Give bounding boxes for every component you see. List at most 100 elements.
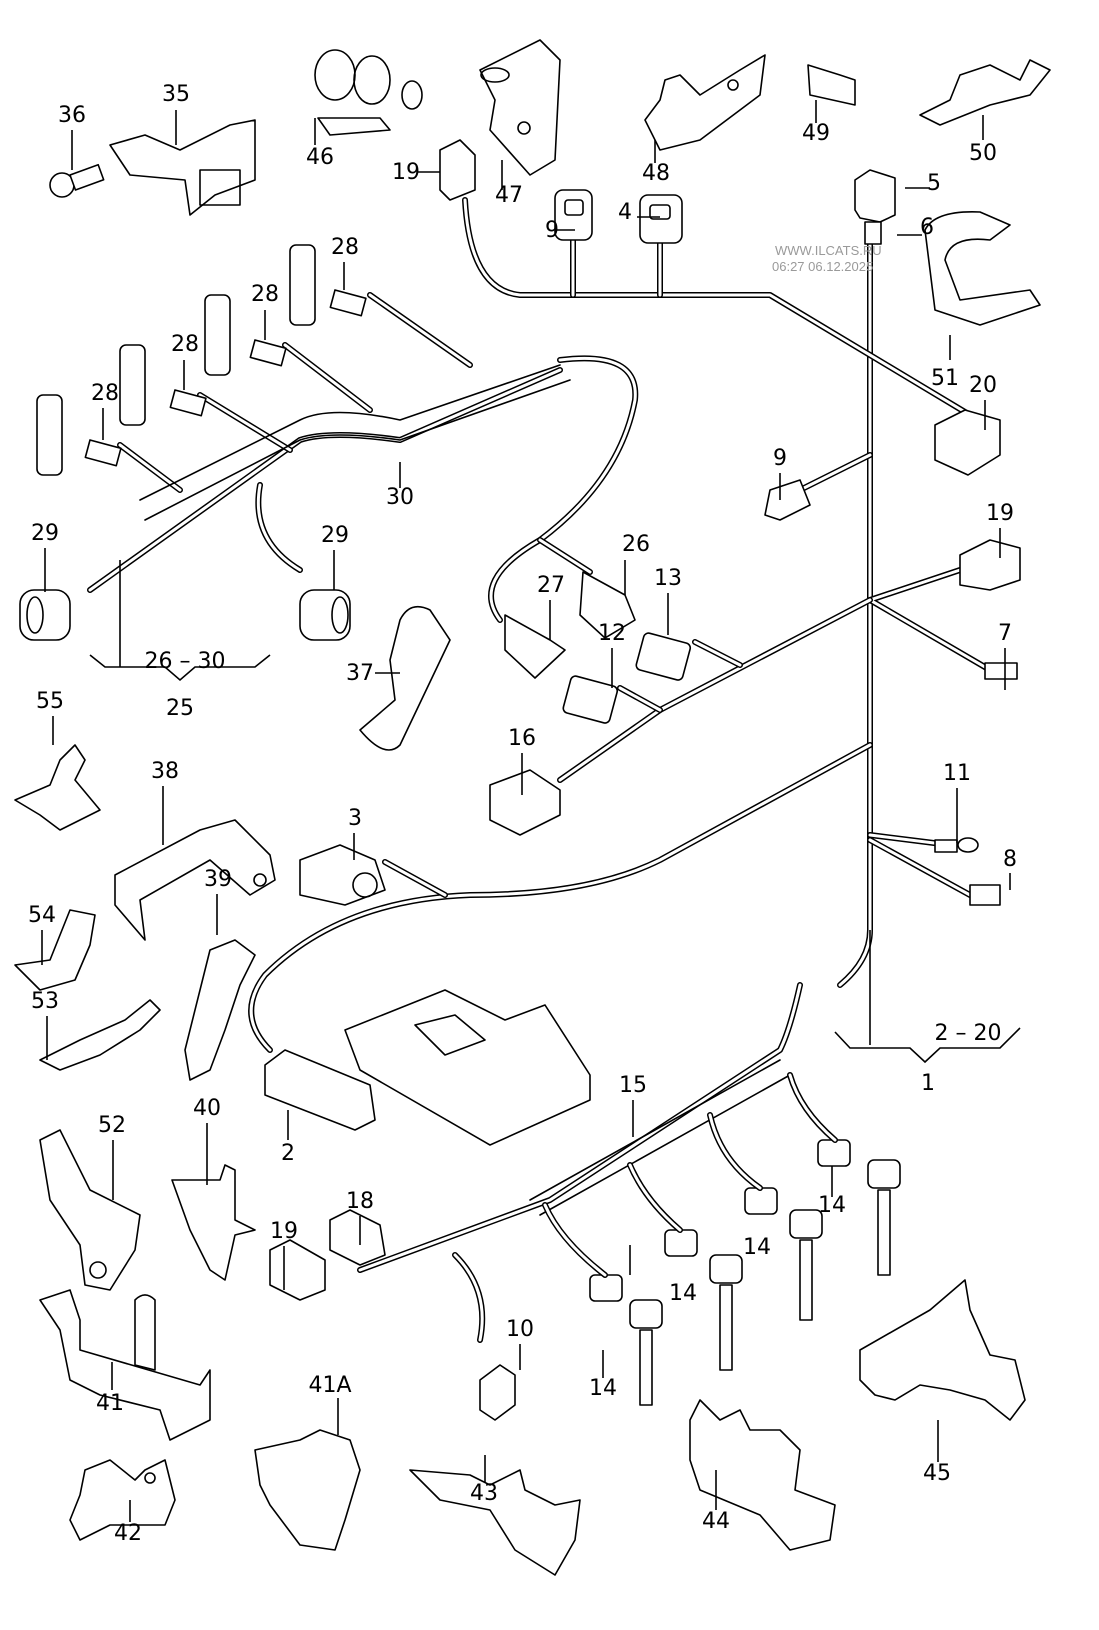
connector-26 [579, 571, 636, 639]
callout-label-c25: 25 [166, 696, 194, 721]
clip-55 [14, 744, 101, 831]
callout-label-c7: 7 [998, 621, 1012, 646]
callout-label-c26_30: 26 – 30 [145, 649, 226, 674]
watermark-line2: 06:27 06.12.2025 [772, 259, 873, 274]
callout-label-c55: 55 [36, 689, 64, 714]
callout-label-c37: 37 [346, 661, 374, 686]
callout-label-c2_20: 2 – 20 [935, 1021, 1002, 1046]
bracket-47 [479, 39, 561, 176]
clip-50 [919, 59, 1051, 126]
bracket-41A [254, 1429, 361, 1551]
clip-46 [314, 49, 423, 136]
callout-label-c16: 16 [508, 726, 536, 751]
callout-label-c14a: 14 [818, 1193, 846, 1218]
connector-7 [984, 662, 1018, 680]
callout-label-c19c: 19 [270, 1219, 298, 1244]
callout-label-c41: 41 [96, 1391, 124, 1416]
sensor-19-top [439, 139, 476, 201]
bracket-48 [644, 54, 766, 151]
clip-45 [859, 1279, 1026, 1421]
callout-label-c1: 1 [921, 1071, 935, 1096]
callout-label-c44: 44 [702, 1509, 730, 1534]
connector-16 [489, 769, 561, 836]
bracket-39 [184, 939, 256, 1081]
callout-label-c8: 8 [1003, 847, 1017, 872]
connector-20 [934, 409, 1001, 476]
sensor-19-lower [269, 1239, 326, 1301]
callout-label-c20: 20 [969, 373, 997, 398]
connector-29-right [299, 589, 351, 641]
callout-label-c18: 18 [346, 1189, 374, 1214]
callout-label-c28d: 28 [91, 381, 119, 406]
callout-label-c29a: 29 [31, 521, 59, 546]
callout-label-c6: 6 [920, 215, 934, 240]
callout-label-c48: 48 [642, 161, 670, 186]
callout-label-c5: 5 [927, 171, 941, 196]
callout-label-c35: 35 [162, 82, 190, 107]
rail-holder-30 [139, 364, 571, 521]
callout-label-c13: 13 [654, 566, 682, 591]
bracket-43 [409, 1469, 581, 1576]
callout-label-c11: 11 [943, 761, 971, 786]
bracket-52 [39, 1129, 141, 1291]
callout-label-c14c: 14 [669, 1281, 697, 1306]
harness-bar-15 [529, 1059, 791, 1216]
group-bracket-25 [89, 560, 271, 682]
callout-label-c9b: 9 [773, 446, 787, 471]
connector-29-left [19, 589, 71, 641]
connectors-28 [84, 289, 367, 467]
callout-label-c42: 42 [114, 1521, 142, 1546]
injectors [36, 244, 316, 476]
clip-51 [924, 211, 1041, 326]
sensor-18 [329, 1209, 386, 1266]
callout-label-c28c: 28 [171, 332, 199, 357]
coil-connectors-14 [542, 1072, 851, 1302]
relay-box-2 [264, 1049, 376, 1131]
clip-49 [807, 64, 856, 106]
sensor-5-6 [854, 169, 896, 245]
callout-label-c52: 52 [98, 1113, 126, 1138]
callout-label-c3: 3 [348, 806, 362, 831]
screw-36 [49, 163, 105, 198]
callout-label-c43: 43 [470, 1481, 498, 1506]
connector-8 [969, 884, 1001, 906]
callout-label-c41A: 41A [308, 1373, 351, 1398]
callout-label-c38: 38 [151, 759, 179, 784]
ignition-coils [629, 1159, 901, 1406]
callout-label-c39: 39 [204, 867, 232, 892]
callout-label-c40: 40 [193, 1096, 221, 1121]
callout-label-c49: 49 [802, 121, 830, 146]
sensor-19-right [959, 539, 1021, 591]
callout-label-c47: 47 [495, 183, 523, 208]
watermark: WWW.ILCATS.RU 06:27 06.12.2025 [772, 243, 882, 274]
connector-4 [639, 194, 683, 244]
bracket-38 [114, 819, 276, 941]
callout-label-c26: 26 [622, 532, 650, 557]
callout-label-c28a: 28 [331, 235, 359, 260]
connector-9-mid [764, 479, 811, 521]
callout-label-c30: 30 [386, 485, 414, 510]
callout-label-c45: 45 [923, 1461, 951, 1486]
callout-label-c36: 36 [58, 103, 86, 128]
watermark-line1: WWW.ILCATS.RU [775, 243, 882, 258]
ring-terminal-11 [934, 837, 979, 853]
callout-label-c12: 12 [598, 621, 626, 646]
callout-label-c53: 53 [31, 989, 59, 1014]
bracket-42 [69, 1459, 176, 1541]
callout-label-c10: 10 [506, 1317, 534, 1342]
bracket-44 [689, 1399, 836, 1551]
clip-54 [14, 909, 96, 991]
sensor-13 [635, 632, 692, 681]
callout-label-c28b: 28 [251, 282, 279, 307]
callout-label-c54: 54 [28, 903, 56, 928]
callout-label-c50: 50 [969, 141, 997, 166]
callout-label-c46: 46 [306, 145, 334, 170]
callout-label-c29b: 29 [321, 523, 349, 548]
bracket-37 [359, 605, 451, 751]
sensor-12 [562, 675, 619, 724]
ecu-module [344, 989, 591, 1146]
callout-label-c4: 4 [618, 200, 632, 225]
connector-3 [299, 844, 386, 906]
